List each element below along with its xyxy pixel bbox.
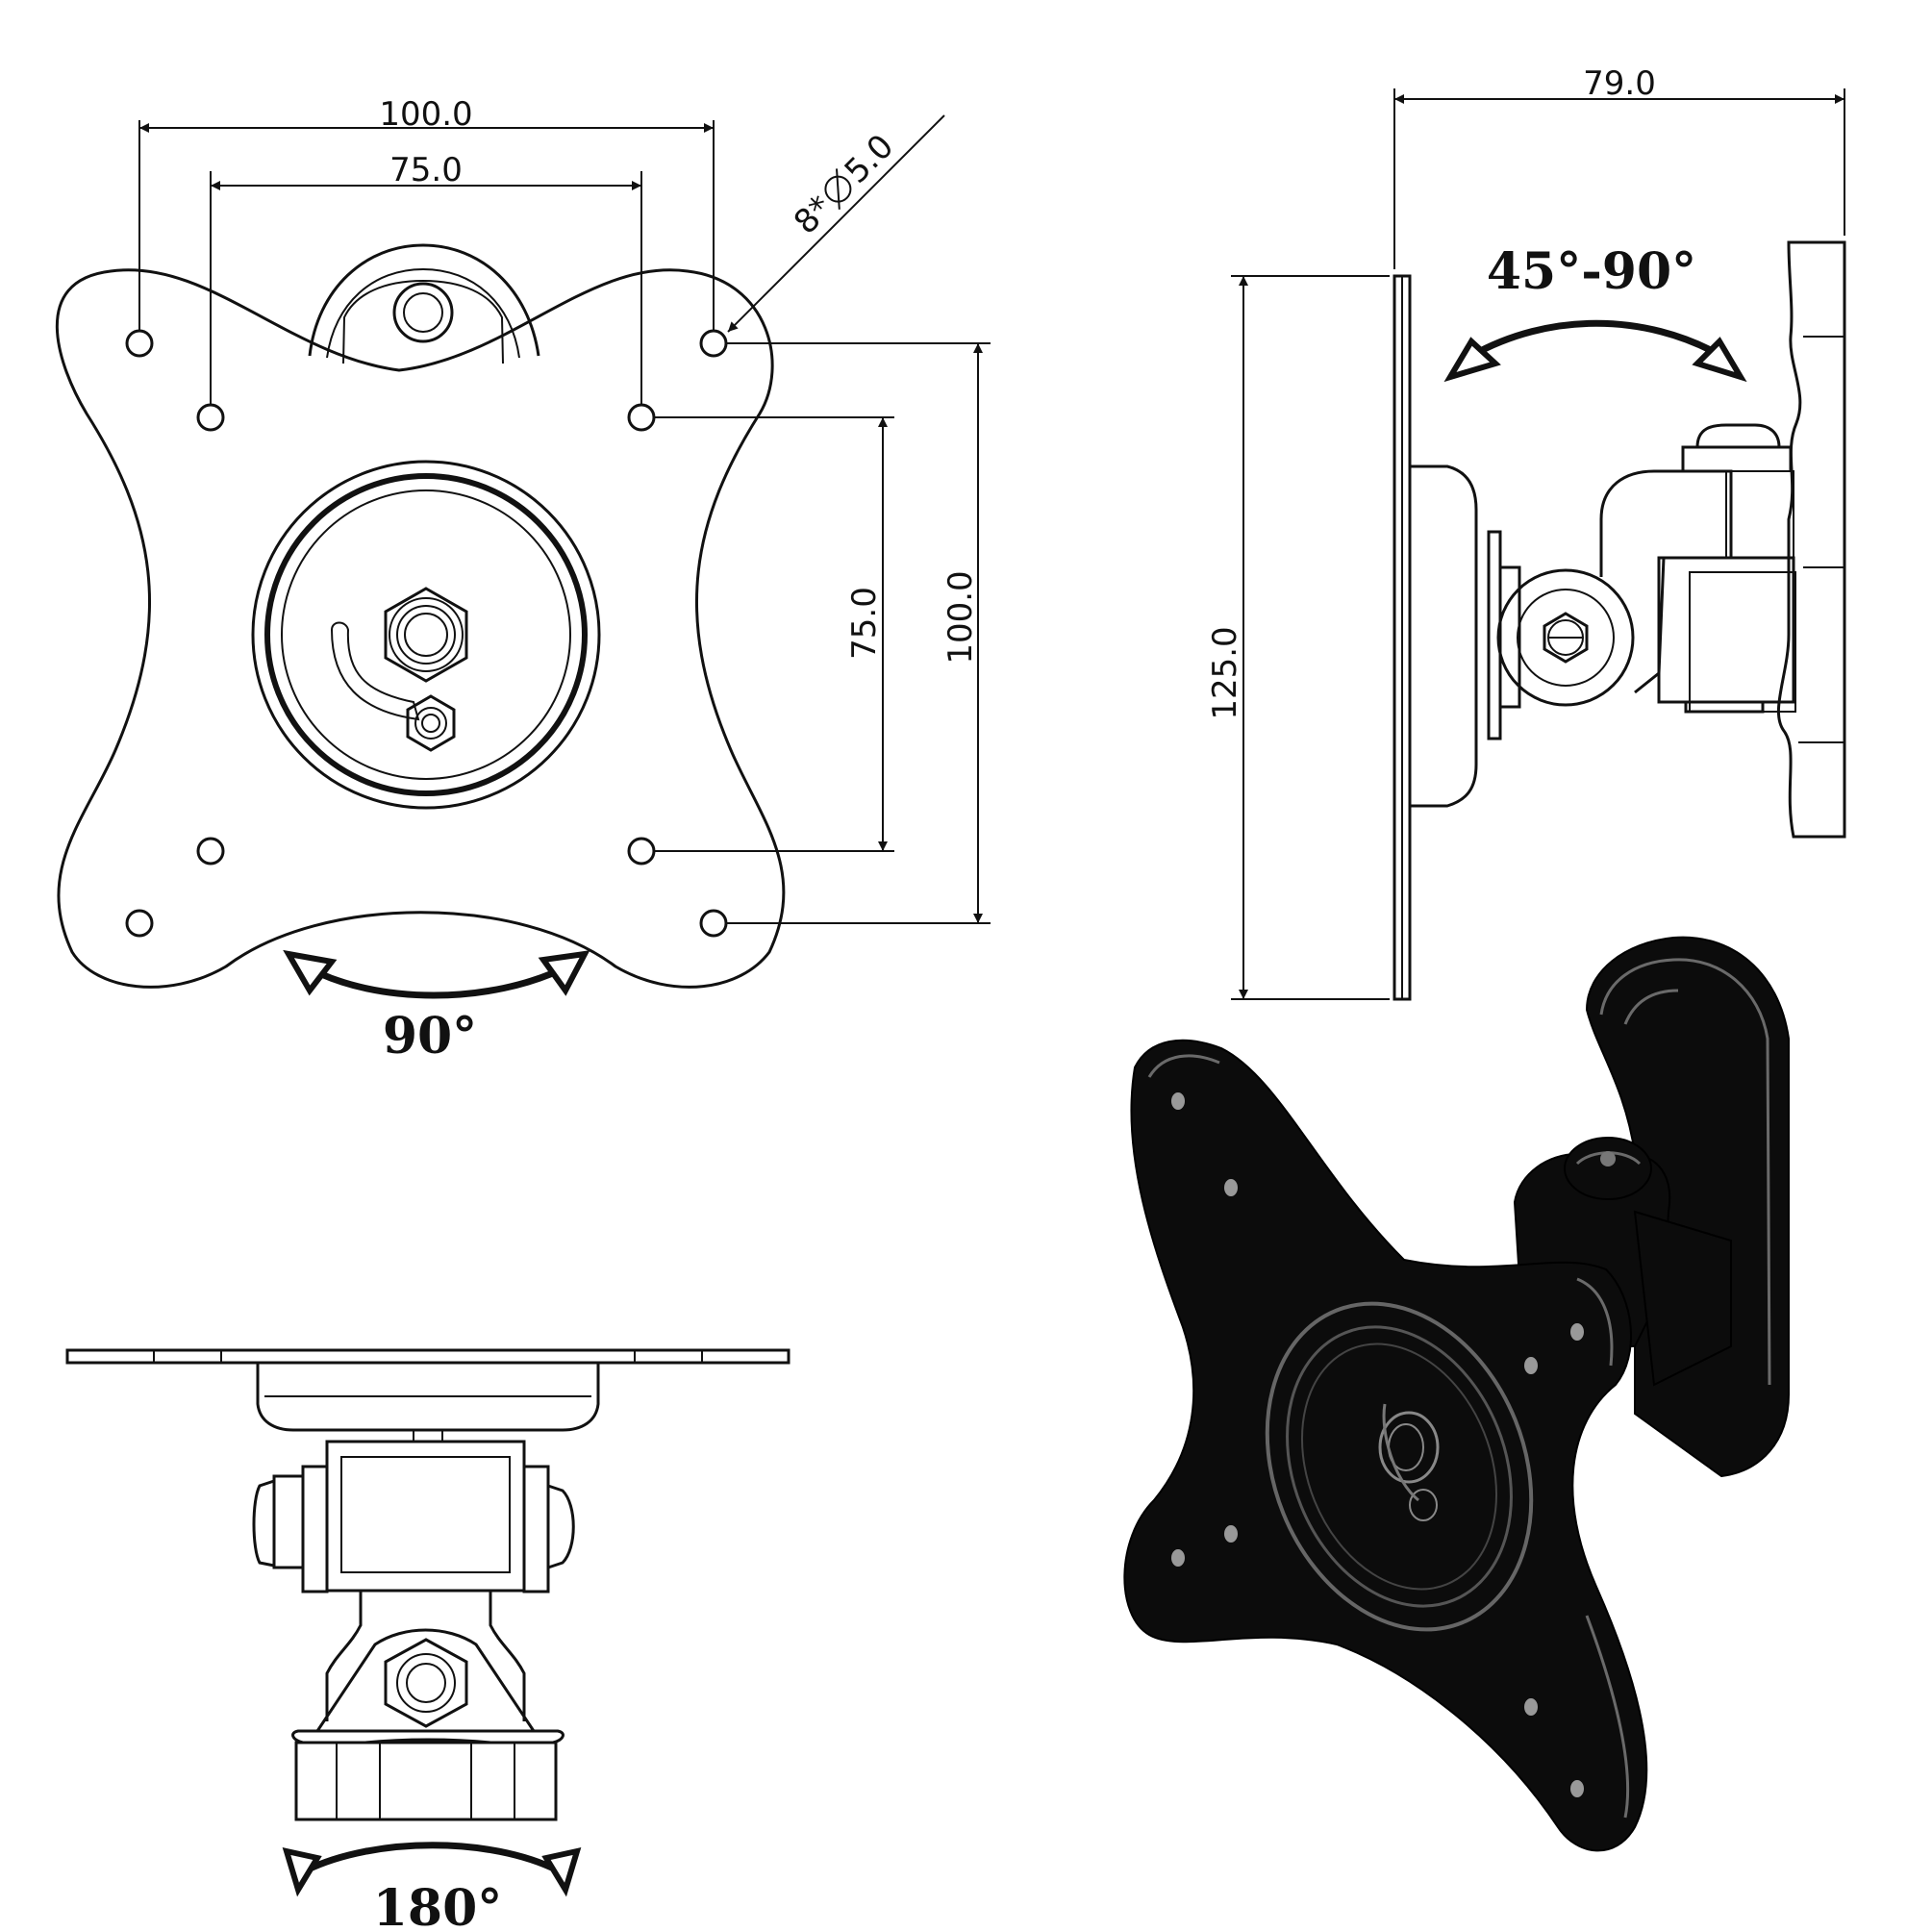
side-view: 79.0 125.0 45°-90° xyxy=(1206,64,1846,1001)
center-hex-nut xyxy=(384,587,468,683)
rotation-label: 90° xyxy=(383,1007,477,1066)
mount-hole xyxy=(627,837,656,866)
wall-bracket xyxy=(1776,240,1846,839)
render-mount-hole xyxy=(1171,1092,1185,1110)
tilt-arrow xyxy=(1469,319,1723,360)
render-mount-hole xyxy=(1524,1357,1538,1374)
top-vesa-plate xyxy=(65,1348,790,1365)
wall-mount-foot xyxy=(291,1729,565,1744)
render-mount-hole xyxy=(1171,1549,1185,1567)
diameter-icon xyxy=(824,175,852,203)
mount-hole xyxy=(196,403,225,432)
dim-inner-height: 75.0 xyxy=(845,587,884,660)
swivel-disk-outer xyxy=(251,460,601,810)
render-mount-hole xyxy=(1224,1179,1238,1196)
vesa-plate-outline xyxy=(55,268,786,989)
render-mount-hole xyxy=(1570,1780,1584,1797)
mount-hole xyxy=(627,403,656,432)
render-mount-hole xyxy=(1524,1698,1538,1716)
mount-hole xyxy=(125,909,154,938)
mount-hole xyxy=(699,909,728,938)
dim-depth: 79.0 xyxy=(1583,64,1656,103)
rotation-arrow xyxy=(304,963,569,999)
hole-spec: 8* xyxy=(787,188,841,242)
pivot-hex-nut xyxy=(1543,612,1589,664)
dim-inner-width: 75.0 xyxy=(389,151,463,189)
swivel-label: 180° xyxy=(373,1879,503,1932)
render-mount-hole xyxy=(1570,1323,1584,1341)
mount-hole xyxy=(699,329,728,358)
base-hex-nut xyxy=(384,1638,468,1728)
bracket-top-arc xyxy=(308,243,540,357)
mount-hole xyxy=(196,837,225,866)
mount-hole xyxy=(125,329,154,358)
hinge-housing xyxy=(325,1440,526,1593)
isometric-render xyxy=(1123,936,1790,1852)
dim-plate-height: 125.0 xyxy=(1206,626,1244,719)
tilt-label: 45°-90° xyxy=(1487,242,1696,301)
arm-block xyxy=(1657,556,1795,704)
bracket-pivot-hole xyxy=(392,282,454,343)
tilt-pivot xyxy=(1496,568,1635,707)
dim-outer-height: 100.0 xyxy=(941,570,980,664)
swivel-arrow xyxy=(304,1842,560,1874)
dim-outer-width: 100.0 xyxy=(379,95,472,134)
render-mount-hole xyxy=(1224,1525,1238,1543)
lock-nut xyxy=(406,694,456,752)
top-view: 180° xyxy=(65,1348,790,1932)
rotation-slot xyxy=(330,621,420,721)
front-view: 100.0 75.0 8* 5.0 75.0 100.0 90° xyxy=(55,95,991,1066)
